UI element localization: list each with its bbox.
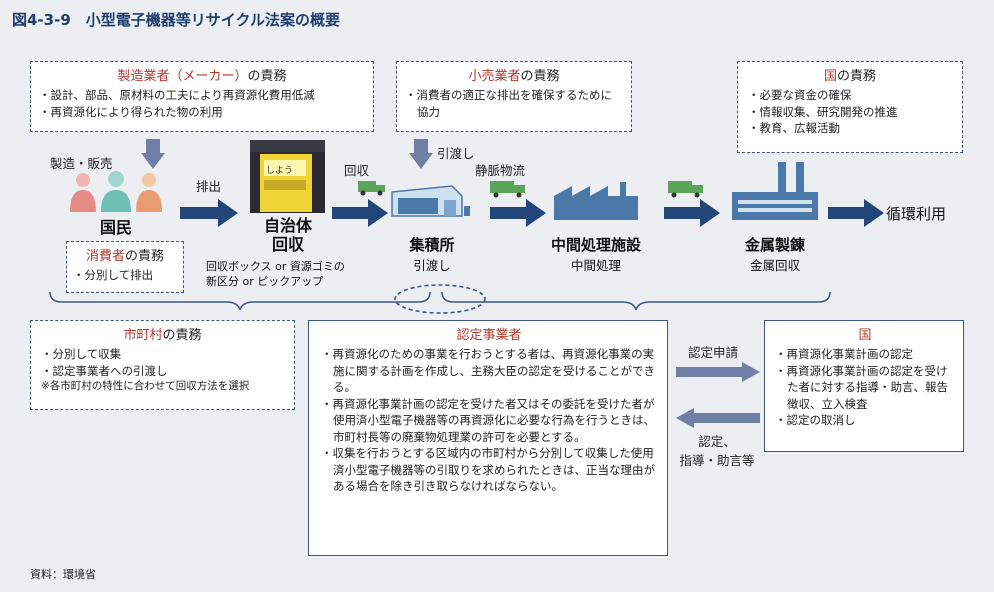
manufacture-sale-label: 製造・販売 (50, 156, 113, 171)
manufacturer-duties-list: 設計、部品、原材料の工夫により再資源化費用低減 再資源化により得られた物の利用 (39, 87, 365, 120)
intermediate-facility-label: 中間処理施設 (550, 236, 641, 254)
list-item: 再資源化事業計画の認定 (775, 346, 955, 363)
truck-icon-1 (358, 181, 385, 196)
consumer-duties-list: 分別して排出 (73, 267, 177, 284)
list-item: 再資源化事業計画の認定を受けた者又はその委託を受けた者が使用済小型電子機器等の再… (321, 396, 657, 446)
list-item: 分別して排出 (73, 267, 177, 284)
list-item: 消費者の適正な排出を確保するために協力 (405, 87, 623, 120)
municipal-scope-brace (49, 291, 431, 311)
overlap-ellipse (394, 284, 486, 314)
handover-label: 引渡し (437, 146, 475, 161)
certified-operator-list: 再資源化のための事業を行おうとする者は、再資源化事業の実施に関する計画を作成し、… (321, 346, 657, 495)
municipality-note: ※各市町村の特性に合わせて回収方法を選択 (41, 380, 250, 392)
flow-arrow-1 (180, 199, 238, 227)
truck-icon-2 (490, 181, 525, 198)
retailer-heading: 小売業者の責務 (468, 69, 560, 84)
certify-arrow (676, 408, 760, 428)
certify-label: 認定、 指導・助言等 (679, 434, 755, 468)
retailer-duties-list: 消費者の適正な排出を確保するために協力 (405, 87, 623, 120)
list-item: 再資源化事業計画の認定を受けた者に対する指導・助言、報告徴収、立入検査 (775, 363, 955, 413)
depot-sub: 引渡し (413, 258, 451, 273)
municipality-heading: 市町村の責務 (123, 328, 202, 343)
metal-smelting-label: 金属製錬 (744, 236, 805, 254)
list-item: 再資源化のための事業を行おうとする者は、再資源化事業の実施に関する計画を作成し、… (321, 346, 657, 396)
intermediate-sub: 中間処理 (570, 258, 621, 273)
list-item: 再資源化により得られた物の利用 (39, 104, 365, 121)
apply-arrow (676, 362, 760, 382)
list-item: 情報収集、研究開発の推進 (748, 104, 952, 121)
figure-title: 図4-3-9 小型電子機器等リサイクル法案の概要 (12, 11, 341, 29)
municipal-collection-sub: 回収ボックス or 資源ゴミの 新区分 or ピックアップ (206, 260, 345, 288)
consumer-duties-box: 消費者の責務 分別して排出 (66, 241, 184, 293)
flow-arrow-5 (828, 199, 884, 227)
people-icon (70, 171, 162, 212)
citizens-label: 国民 (99, 218, 132, 237)
recycle-label: 循環利用 (886, 205, 947, 223)
flow-arrow-4 (664, 199, 720, 227)
smelter-icon (732, 162, 818, 220)
depot-icon (391, 185, 470, 217)
retailer-down-arrow (409, 139, 433, 169)
arterial-logistics-label: 静脈物流 (475, 163, 526, 178)
consumer-heading: 消費者の責務 (85, 249, 165, 264)
list-item: 分別して収集 (41, 346, 284, 363)
flow-arrow-3 (490, 199, 546, 227)
collection-label: 回収 (344, 163, 370, 178)
certified-operator-box: 認定事業者 再資源化のための事業を行おうとする者は、再資源化事業の実施に関する計… (308, 320, 668, 556)
municipal-collection-label: 自治体 回収 (263, 216, 312, 254)
state-duties-list: 必要な資金の確保 情報収集、研究開発の推進 教育、広報活動 (748, 87, 952, 137)
manufacturer-duties-box: 製造業者（メーカー）の責務 設計、部品、原材料の工夫により再資源化費用低減 再資… (30, 61, 374, 132)
collection-box-photo (250, 140, 325, 213)
state-authority-list: 再資源化事業計画の認定 再資源化事業計画の認定を受けた者に対する指導・助言、報告… (775, 346, 955, 429)
manufacturer-heading: 製造業者（メーカー）の責務 (117, 69, 287, 84)
metal-smelting-sub: 金属回収 (749, 258, 800, 273)
manufacturer-down-arrow (141, 139, 165, 169)
state-duties-box: 国の責務 必要な資金の確保 情報収集、研究開発の推進 教育、広報活動 (737, 61, 963, 153)
certified-operator-heading: 認定事業者 (456, 328, 522, 343)
sign-text: しよう (266, 166, 294, 176)
certified-scope-brace (441, 291, 831, 311)
factory-icon (554, 182, 638, 220)
state-authority-box: 国 再資源化事業計画の認定 再資源化事業計画の認定を受けた者に対する指導・助言、… (764, 320, 964, 452)
apply-label: 認定申請 (688, 345, 739, 360)
source-note: 資料：環境省 (30, 568, 96, 581)
flow-arrow-2 (332, 199, 388, 227)
depot-label: 集積所 (409, 236, 455, 254)
municipality-duties-box: 市町村の責務 分別して収集 認定事業者への引渡し ※各市町村の特性に合わせて回収… (30, 320, 295, 410)
list-item: 認定の取消し (775, 412, 955, 429)
state-heading: 国の責務 (823, 69, 877, 84)
list-item: 認定事業者への引渡し (41, 363, 284, 380)
list-item: 設計、部品、原材料の工夫により再資源化費用低減 (39, 87, 365, 104)
state-authority-heading: 国 (858, 328, 872, 343)
list-item: 収集を行おうとする区域内の市町村から分別して収集した使用済小型電子機器等の引取り… (321, 445, 657, 495)
list-item: 必要な資金の確保 (748, 87, 952, 104)
retailer-duties-box: 小売業者の責務 消費者の適正な排出を確保するために協力 (396, 61, 632, 132)
truck-icon-3 (668, 181, 703, 198)
municipality-duties-list: 分別して収集 認定事業者への引渡し (41, 346, 284, 379)
list-item: 教育、広報活動 (748, 120, 952, 137)
discharge-label: 排出 (196, 179, 222, 194)
